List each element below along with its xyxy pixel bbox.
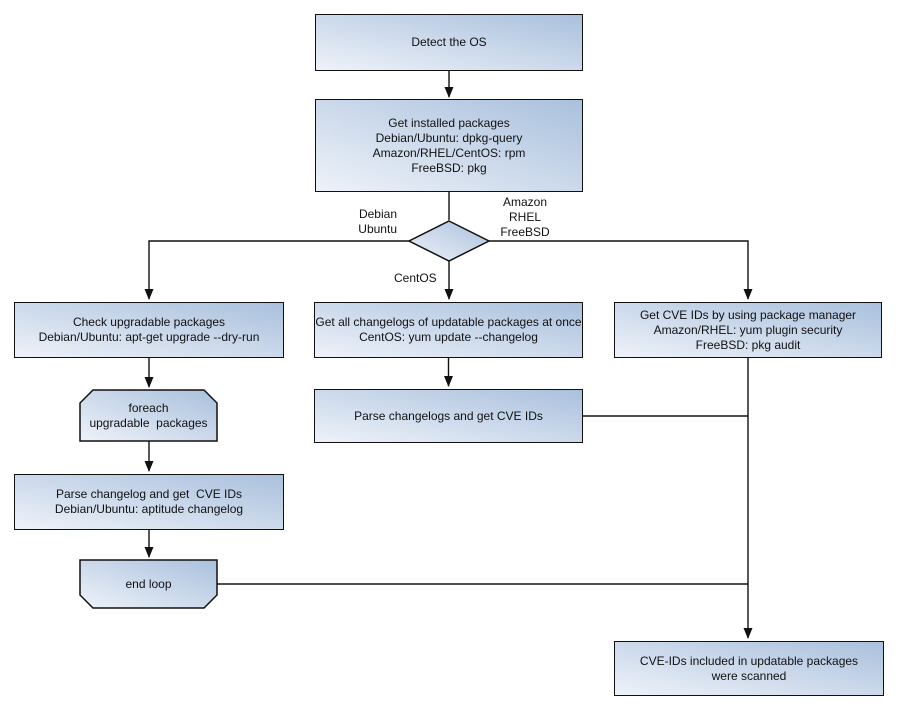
node-check-upgradable-label: Check upgradable packages Debian/Ubuntu:… bbox=[38, 315, 260, 344]
node-parse-changelogs-mid: Parse changelogs and get CVE IDs bbox=[314, 389, 583, 443]
node-check-upgradable: Check upgradable packages Debian/Ubuntu:… bbox=[14, 302, 284, 358]
node-cve-ids-scanned-label: CVE-IDs included in updatable packages w… bbox=[639, 653, 859, 683]
loop-start-shape bbox=[79, 389, 218, 442]
loop-end-shape bbox=[79, 559, 218, 609]
node-get-cve-ids-pkg-mgr: Get CVE IDs by using package manager Ama… bbox=[614, 302, 882, 358]
node-get-all-changelogs: Get all changelogs of updatable packages… bbox=[314, 302, 583, 358]
edge-label-debian-ubuntu: Debian Ubuntu bbox=[358, 207, 397, 236]
node-get-installed-packages: Get installed packages Debian/Ubuntu: dp… bbox=[315, 99, 583, 192]
edge-decision-to-check-upgradable bbox=[144, 240, 409, 300]
node-get-all-changelogs-label: Get all changelogs of updatable packages… bbox=[315, 315, 582, 344]
node-get-installed-packages-label: Get installed packages Debian/Ubuntu: dp… bbox=[372, 115, 526, 175]
edge-decision-to-get-cve-ids bbox=[489, 240, 753, 300]
node-detect-os-label: Detect the OS bbox=[411, 35, 487, 49]
node-detect-os: Detect the OS bbox=[315, 14, 583, 71]
node-parse-changelog-left: Parse changelog and get CVE IDs Debian/U… bbox=[14, 474, 284, 530]
node-cve-ids-scanned: CVE-IDs included in updatable packages w… bbox=[614, 641, 884, 696]
node-end-loop: end loop bbox=[80, 560, 217, 608]
node-parse-changelog-left-label: Parse changelog and get CVE IDs Debian/U… bbox=[54, 487, 244, 516]
node-get-cve-ids-pkg-mgr-label: Get CVE IDs by using package manager Ama… bbox=[639, 307, 857, 352]
edge-label-centos: CentOS bbox=[394, 271, 437, 285]
node-foreach-loop: foreach upgradable packages bbox=[80, 390, 217, 441]
node-end-loop-label: end loop bbox=[125, 576, 172, 591]
edge-label-amazon-rhel-freebsd: Amazon RHEL FreeBSD bbox=[500, 195, 550, 239]
node-parse-changelogs-mid-label: Parse changelogs and get CVE IDs bbox=[354, 408, 543, 423]
node-foreach-loop-label: foreach upgradable packages bbox=[89, 400, 208, 430]
decision-diamond-shape bbox=[407, 220, 491, 262]
